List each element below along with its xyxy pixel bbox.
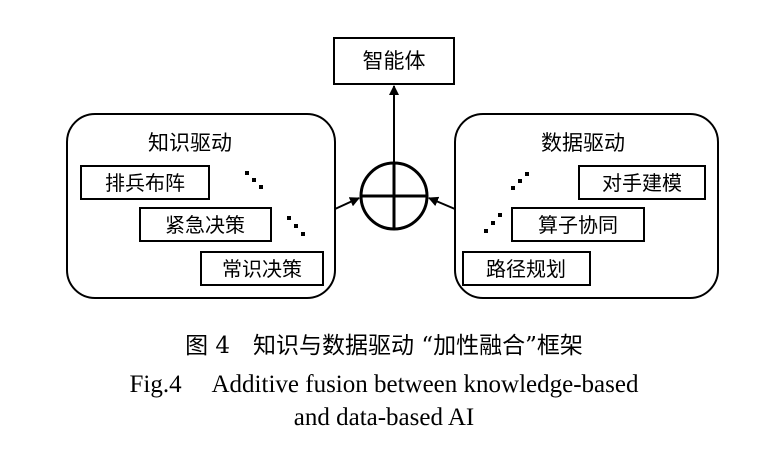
knowledge-driven-title: 知识驱动	[148, 131, 232, 155]
caption-english-line2: and data-based AI	[293, 404, 475, 431]
agent-label: 智能体	[363, 49, 426, 73]
knowledge-ellipsis-lower	[287, 216, 305, 236]
data-item-3-box	[462, 251, 591, 286]
agent-box	[333, 37, 455, 85]
data-item-2-box	[511, 207, 645, 242]
data-ellipsis-lower	[484, 213, 502, 233]
knowledge-item-2-box	[139, 207, 272, 242]
data-item-1: 对手建模	[602, 171, 682, 195]
caption-chinese: 图 4 知识与数据驱动 “加性融合”框架	[185, 333, 583, 359]
knowledge-item-1: 排兵布阵	[105, 171, 185, 195]
arrow-data-to-fusion	[428, 196, 456, 210]
data-item-2: 算子协同	[538, 213, 618, 237]
knowledge-item-1-box	[80, 165, 210, 200]
knowledge-item-3-box	[200, 251, 324, 286]
data-driven-title: 数据驱动	[541, 131, 625, 155]
caption-english-line1: Fig.4 Additive fusion between knowledge-…	[129, 371, 639, 398]
data-item-3: 路径规划	[486, 257, 566, 281]
data-ellipsis-upper	[511, 172, 529, 190]
knowledge-item-2: 紧急决策	[165, 213, 245, 237]
arrow-knowledge-to-fusion	[334, 197, 360, 210]
knowledge-item-3: 常识决策	[222, 257, 302, 281]
knowledge-ellipsis-upper	[245, 171, 263, 189]
data-item-1-box	[578, 165, 706, 200]
